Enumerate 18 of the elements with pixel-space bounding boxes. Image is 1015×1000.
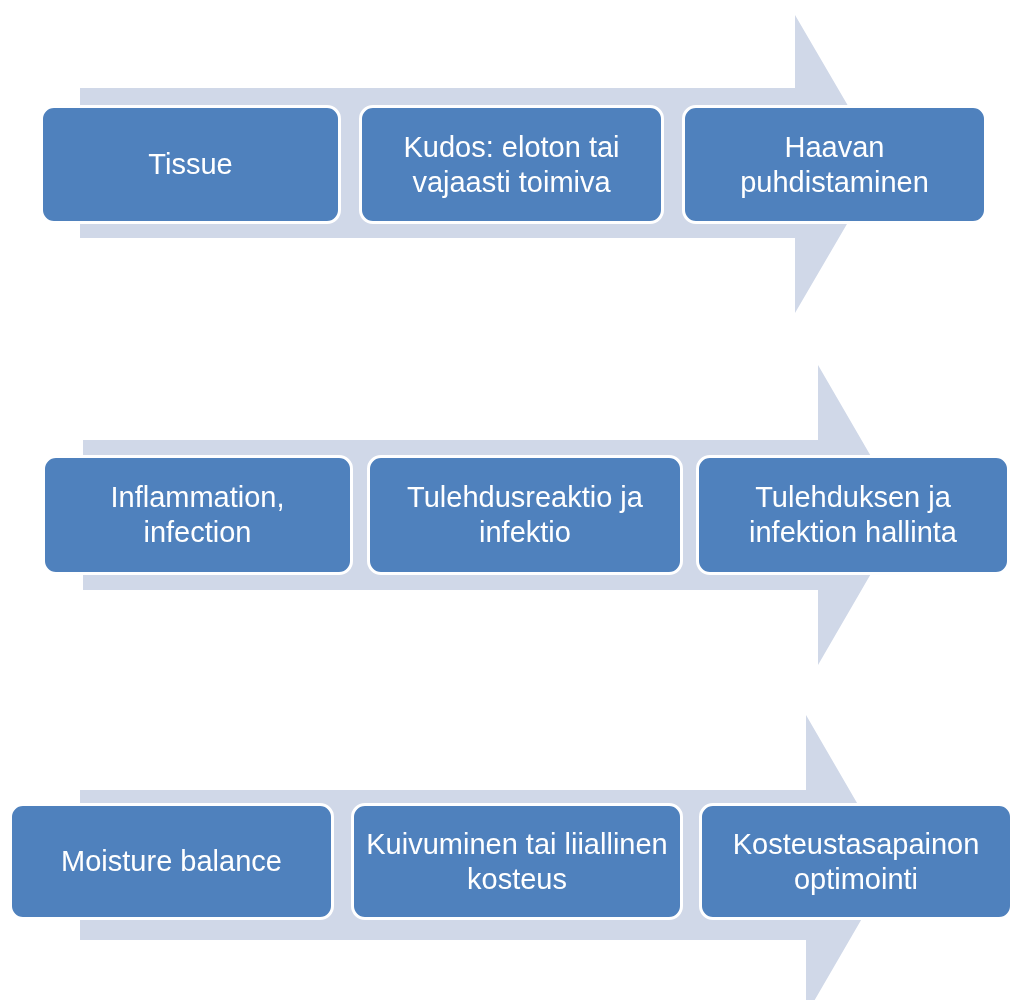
- box-label: Kosteustasapainon optimointi: [731, 826, 981, 897]
- process-box: [367, 455, 683, 575]
- box-label: Tulehdusreaktio ja infektio: [406, 480, 644, 550]
- box-label: Inflammation, infection: [109, 480, 286, 550]
- process-box: [699, 803, 1013, 920]
- box-label: Tulehduksen ja infektion hallinta: [748, 480, 958, 550]
- process-box: [351, 803, 683, 920]
- box-label: Moisture balance: [61, 844, 282, 879]
- process-box: [696, 455, 1010, 575]
- box-label: Tissue: [148, 147, 233, 182]
- box-label: Kuivuminen tai liiallinen kosteus: [365, 826, 669, 897]
- box-label: Haavan puhdistaminen: [739, 129, 930, 200]
- process-box: [9, 803, 334, 920]
- process-box: [359, 105, 664, 224]
- process-box: [40, 105, 341, 224]
- process-box: [682, 105, 987, 224]
- box-label: Kudos: eloton tai vajaasti toimiva: [402, 129, 621, 200]
- process-box: [42, 455, 353, 575]
